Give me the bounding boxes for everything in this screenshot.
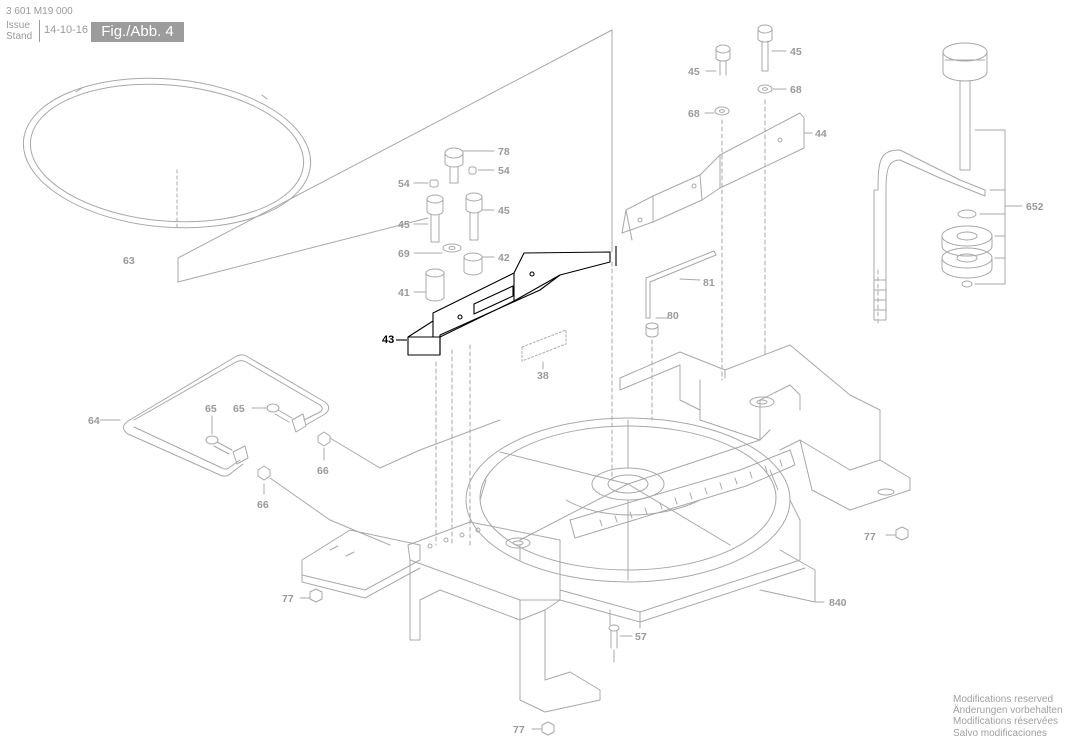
callout-64: 64 <box>88 415 100 427</box>
frame-line <box>177 29 613 259</box>
issue-bracket <box>36 20 40 42</box>
callout-44: 44 <box>815 128 827 140</box>
screw-65-b <box>205 415 233 455</box>
callout-78: 78 <box>498 146 510 158</box>
base-part-840 <box>301 344 911 713</box>
callout-77: 77 <box>282 593 294 605</box>
callout-69: 69 <box>398 248 410 260</box>
callout-652: 652 <box>1026 201 1044 213</box>
fence-part-44 <box>621 112 813 241</box>
callout-68: 68 <box>790 84 802 96</box>
screw-65-a <box>251 403 293 423</box>
callout-77: 77 <box>864 531 876 543</box>
modification-notes: Modifications reserved Änderungen vorbeh… <box>953 694 1063 739</box>
highlighted-part-43 <box>396 246 617 356</box>
callout-43-highlighted: 43 <box>382 334 394 346</box>
callout-65: 65 <box>205 403 217 415</box>
hex-key-81 <box>645 250 717 319</box>
ring-part-63 <box>22 77 312 229</box>
screw-45-b <box>465 192 495 241</box>
note-line: Modifications reserved <box>953 694 1054 705</box>
nut-66-a <box>317 419 501 469</box>
callout-66: 66 <box>317 465 329 477</box>
screw-45-a <box>413 194 444 243</box>
callout-63: 63 <box>123 255 135 267</box>
callout-840: 840 <box>829 597 847 609</box>
callout-45: 45 <box>498 205 510 217</box>
frame-line <box>177 217 429 283</box>
callout-80: 80 <box>667 310 679 322</box>
callout-45: 45 <box>790 46 802 58</box>
callout-41: 41 <box>398 287 410 299</box>
callout-77: 77 <box>513 724 525 736</box>
note-line: Änderungen vorbehalten <box>953 705 1063 717</box>
callout-68: 68 <box>688 108 700 120</box>
note-line: Salvo modificaciones <box>953 727 1047 739</box>
screw-77-a <box>299 588 323 603</box>
wire-bracket-64 <box>99 354 330 477</box>
pin-80 <box>645 317 669 338</box>
callout-65: 65 <box>233 403 245 415</box>
clamp-assembly-652 <box>873 42 1023 321</box>
callout-81: 81 <box>703 277 715 289</box>
screw-78 <box>444 147 495 184</box>
issue-date: 14-10-16 <box>44 24 89 36</box>
callout-54: 54 <box>398 178 410 190</box>
screw-57 <box>608 624 633 663</box>
washer-68-a <box>704 106 730 116</box>
callout-66: 66 <box>257 499 269 511</box>
figure-label: Fig./Abb. 4 <box>91 22 184 42</box>
callout-45: 45 <box>398 219 410 231</box>
document-number: 3 601 M19 000 <box>6 6 73 17</box>
stand-label: Stand <box>6 31 33 42</box>
spacer-41 <box>413 268 445 302</box>
callout-57: 57 <box>635 631 647 643</box>
nut-54-a <box>413 179 439 188</box>
issue-label: Issue <box>6 20 30 31</box>
bracket-clip <box>232 413 307 465</box>
screw-77-c <box>531 721 555 736</box>
label-plate-38 <box>521 329 567 370</box>
washer-68-b <box>757 84 787 94</box>
washer-69 <box>413 243 462 254</box>
nut-66-b <box>257 465 391 546</box>
screw-45-c <box>705 44 731 76</box>
spacer-42 <box>463 252 495 276</box>
callout-38: 38 <box>537 370 549 382</box>
screw-45-d <box>757 24 787 72</box>
nut-54-b <box>468 166 495 175</box>
screw-77-b <box>885 526 909 541</box>
callout-45: 45 <box>688 66 700 78</box>
callout-54: 54 <box>498 165 510 177</box>
callout-42: 42 <box>498 252 510 264</box>
note-line: Modifications réservées <box>953 716 1059 728</box>
